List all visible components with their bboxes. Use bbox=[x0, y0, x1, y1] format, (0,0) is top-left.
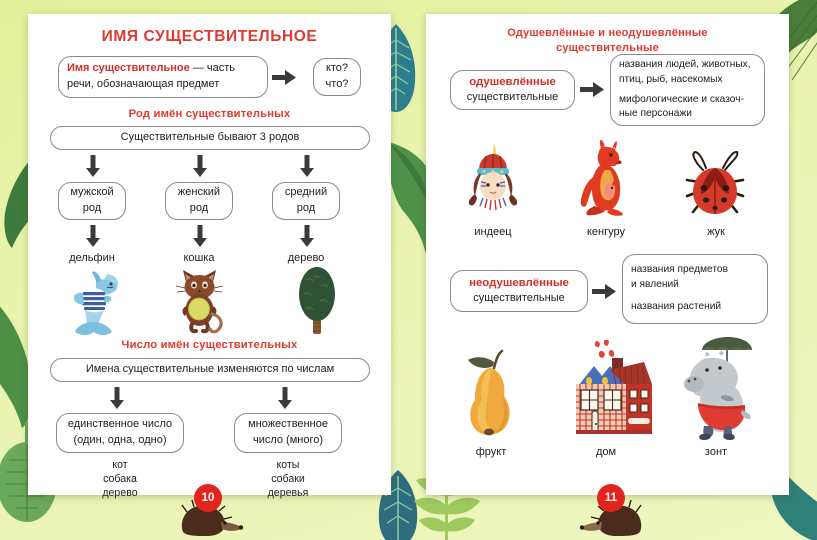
singular-example-3: дерево bbox=[102, 487, 138, 500]
cat-icon bbox=[175, 270, 224, 334]
hedgehog-icon bbox=[181, 498, 244, 536]
example-word-kangaroo: кенгуру bbox=[586, 226, 625, 238]
inanimate-desc-3: названия растений bbox=[631, 301, 722, 313]
page-title-left: ИМЯ СУЩЕСТВИТЕЛЬНОЕ bbox=[101, 28, 318, 45]
definition-rest-line1: — часть bbox=[189, 62, 236, 75]
number-section-heading: Число имён существительных bbox=[121, 339, 298, 351]
inanimate-label-box: неодушевлённые существительные bbox=[450, 270, 588, 312]
arrow-down-icon bbox=[86, 225, 100, 247]
number-statement-box: Имена существительные изменяются по числ… bbox=[50, 358, 370, 382]
number-statement-text: Имена существительные изменяются по числ… bbox=[85, 363, 335, 376]
plural-examples: коты собаки деревья bbox=[234, 458, 342, 500]
arrow-right-icon bbox=[592, 284, 616, 299]
page-left: ИМЯ СУЩЕСТВИТЕЛЬНОЕ Имя существительное … bbox=[28, 14, 391, 499]
plural-box: множественное число (много) bbox=[234, 413, 342, 453]
arrow-down-icon bbox=[110, 387, 124, 409]
page-number-left: 10 bbox=[194, 484, 222, 512]
hippo-umbrella-icon bbox=[684, 337, 752, 440]
gender-masculine-line2: род bbox=[82, 202, 102, 214]
gender-statement-box: Существительные бывают 3 родов bbox=[50, 126, 370, 150]
page-number-right-wrap: 11 bbox=[578, 484, 648, 536]
animate-desc-1: названия людей, животных, bbox=[619, 59, 751, 71]
singular-line1: единственное число bbox=[67, 418, 173, 431]
plural-line2: число (много) bbox=[252, 434, 324, 446]
right-title-line2: существительные bbox=[556, 41, 659, 54]
example-word-cat: кошка bbox=[183, 252, 215, 264]
inanimate-desc-1: названия предметов bbox=[631, 264, 729, 276]
page-title-right: Одушевлённые и неодушевлённые существите… bbox=[426, 26, 789, 56]
inanimate-descriptions-box: названия предметов и явлений названия ра… bbox=[622, 254, 768, 324]
kangaroo-icon bbox=[580, 140, 623, 216]
gender-box-neuter: средний род bbox=[272, 182, 340, 220]
animate-label-black: существительные bbox=[466, 91, 559, 104]
pear-icon bbox=[468, 349, 510, 436]
animate-desc-4: ные персонажи bbox=[619, 108, 692, 120]
gender-neuter-line1: средний bbox=[284, 186, 328, 199]
arrow-right-icon bbox=[272, 70, 296, 85]
plural-example-1: коты bbox=[276, 459, 300, 471]
example-word-umbrella: зонт bbox=[704, 446, 728, 458]
gender-neuter-line2: род bbox=[296, 202, 316, 214]
beetle-icon bbox=[685, 150, 745, 214]
example-word-native-american: индеец bbox=[474, 226, 512, 238]
inanimate-label-red: неодушевлённые bbox=[469, 276, 569, 289]
inanimate-label-black: существительные bbox=[473, 292, 565, 305]
arrow-down-icon bbox=[86, 155, 100, 177]
plural-example-2: собаки bbox=[271, 473, 305, 486]
animate-desc-2: птиц, рыб, насекомых bbox=[619, 73, 723, 85]
inanimate-desc-2: и явлений bbox=[631, 278, 679, 290]
page-number-right: 11 bbox=[597, 484, 625, 512]
example-word-tree: дерево bbox=[287, 252, 325, 264]
house-icon bbox=[576, 340, 652, 434]
native-american-icon bbox=[468, 144, 518, 211]
singular-example-1: кот bbox=[112, 459, 128, 471]
definition-box: Имя существительное — часть речи, обозна… bbox=[58, 56, 268, 98]
arrow-down-icon bbox=[300, 225, 314, 247]
question-kto: кто? bbox=[325, 62, 349, 75]
singular-example-2: собака bbox=[103, 473, 137, 486]
arrow-right-icon bbox=[580, 82, 604, 97]
gender-masculine-line1: мужской bbox=[70, 186, 114, 199]
dolphin-icon bbox=[73, 271, 119, 335]
animate-label-red: одушевлённые bbox=[469, 75, 556, 88]
gender-feminine-line1: женский bbox=[177, 186, 221, 199]
example-word-beetle: жук bbox=[707, 226, 725, 238]
arrow-down-icon bbox=[193, 225, 207, 247]
plural-example-3: деревья bbox=[267, 487, 309, 500]
right-title-line1: Одушевлённые и неодушевлённые bbox=[507, 27, 708, 39]
singular-line2: (один, одна, одно) bbox=[73, 434, 167, 446]
singular-examples: кот собака дерево bbox=[56, 458, 184, 500]
animate-desc-3: мифологические и сказоч- bbox=[619, 94, 744, 105]
gender-box-feminine: женский род bbox=[165, 182, 233, 220]
definition-line2: речи, обозначающая предмет bbox=[67, 78, 220, 90]
gender-section-heading: Род имён существительных bbox=[128, 108, 291, 120]
example-word-dolphin: дельфин bbox=[69, 252, 115, 264]
page-number-left-wrap: 10 bbox=[175, 484, 245, 536]
question-chto: что? bbox=[325, 78, 349, 90]
animate-label-box: одушевлённые существительные bbox=[450, 70, 575, 110]
gender-statement-text: Существительные бывают 3 родов bbox=[120, 131, 300, 144]
example-word-fruit: фрукт bbox=[475, 446, 507, 458]
plural-line1: множественное bbox=[248, 418, 328, 431]
questions-box: кто? что? bbox=[313, 58, 361, 96]
example-word-house: дом bbox=[595, 446, 617, 458]
arrow-down-icon bbox=[300, 155, 314, 177]
tree-icon bbox=[299, 267, 335, 334]
animate-descriptions-box: названия людей, животных, птиц, рыб, нас… bbox=[610, 54, 765, 126]
gender-feminine-line2: род bbox=[189, 202, 209, 214]
singular-box: единственное число (один, одна, одно) bbox=[56, 413, 184, 453]
gender-box-masculine: мужской род bbox=[58, 182, 126, 220]
definition-red-part: Имя существительное bbox=[67, 62, 190, 75]
arrow-down-icon bbox=[193, 155, 207, 177]
arrow-down-icon bbox=[278, 387, 292, 409]
page-right: Одушевлённые и неодушевлённые существите… bbox=[426, 14, 789, 495]
